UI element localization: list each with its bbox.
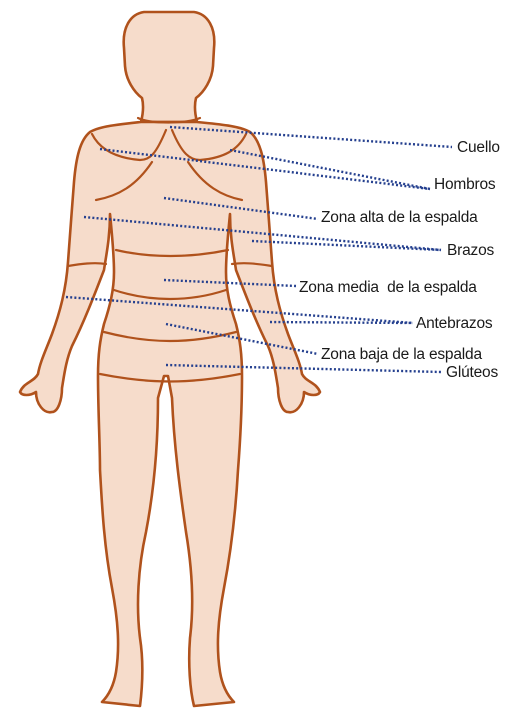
- head: [124, 12, 215, 122]
- label-zona-alta: Zona alta de la espalda: [321, 209, 478, 226]
- human-figure: [20, 12, 320, 706]
- label-zona-baja: Zona baja de la espalda: [321, 346, 482, 363]
- label-hombros: Hombros: [434, 176, 496, 193]
- label-brazos: Brazos: [447, 242, 494, 259]
- body-silhouette: [20, 122, 320, 706]
- region-labels: Cuello Hombros Zona alta de la espalda B…: [299, 139, 500, 381]
- label-zona-media: Zona media de la espalda: [299, 279, 477, 296]
- label-antebrazos: Antebrazos: [416, 315, 493, 332]
- leader-brazos-2: [252, 241, 441, 250]
- label-cuello: Cuello: [457, 139, 500, 156]
- leader-antebrazos-2: [270, 322, 413, 323]
- label-gluteos: Glúteos: [446, 364, 498, 381]
